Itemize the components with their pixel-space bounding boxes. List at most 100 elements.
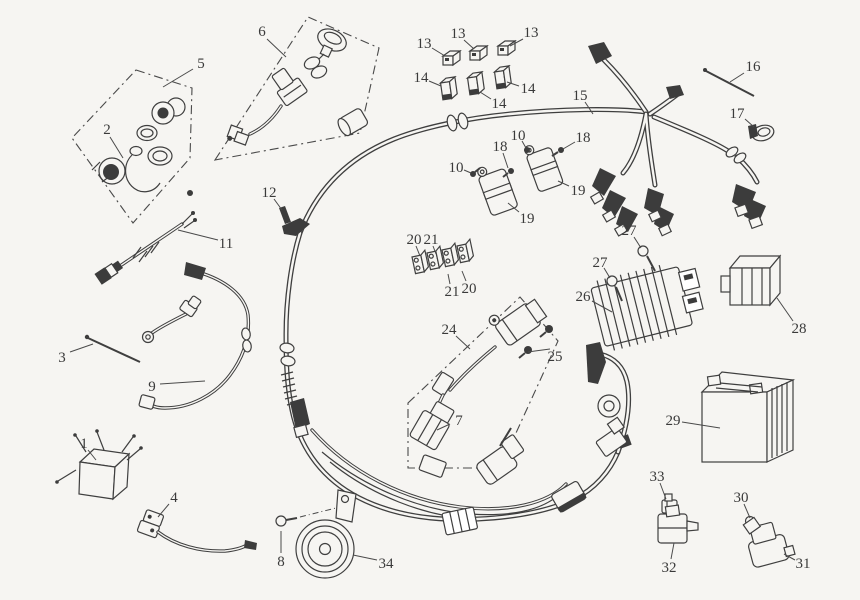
part-label-27: 27 xyxy=(622,223,638,239)
spark-plug-cap-7 xyxy=(409,401,455,451)
leader-line-10 xyxy=(463,169,472,174)
part-label-20: 20 xyxy=(407,232,422,248)
part-label-17: 17 xyxy=(730,106,746,122)
leader-line-27 xyxy=(633,236,642,249)
leader-line-10 xyxy=(521,140,527,149)
horn-34 xyxy=(295,489,357,579)
leader-line-24 xyxy=(455,335,471,350)
part-label-27: 27 xyxy=(593,255,609,271)
leader-line-7 xyxy=(436,423,451,431)
part-label-7: 7 xyxy=(455,413,463,429)
part-label-33: 33 xyxy=(650,469,665,485)
leader-line-12 xyxy=(273,198,283,211)
clips-20-21 xyxy=(411,237,475,275)
part-label-19: 19 xyxy=(520,211,535,227)
leader-line-20 xyxy=(461,270,467,282)
part-label-14: 14 xyxy=(521,81,537,97)
part-label-19: 19 xyxy=(571,183,586,199)
leader-line-21 xyxy=(447,273,451,285)
leader-line-5 xyxy=(162,68,194,88)
part-label-11: 11 xyxy=(219,236,233,252)
leader-line-28 xyxy=(776,297,794,322)
leader-line-14 xyxy=(428,80,442,87)
part-label-21: 21 xyxy=(445,284,460,300)
cables-9 xyxy=(138,262,252,410)
connectors-14 xyxy=(438,64,512,101)
leader-line-25 xyxy=(527,348,551,353)
leader-line-19 xyxy=(557,180,570,187)
leader-line-16 xyxy=(729,72,745,83)
key-barrel-assembly xyxy=(226,28,369,146)
part-label-4: 4 xyxy=(170,490,178,506)
regulator-26 xyxy=(590,245,704,351)
leader-line-19 xyxy=(507,202,520,213)
leader-line-33 xyxy=(659,482,667,500)
rod-3 xyxy=(84,334,141,363)
leader-line-15 xyxy=(584,101,594,115)
leader-line-13 xyxy=(509,38,524,47)
part-label-13: 13 xyxy=(524,25,539,41)
part-label-3: 3 xyxy=(58,350,66,366)
leader-line-13 xyxy=(431,47,446,57)
leader-line-17 xyxy=(744,118,755,128)
leader-line-29 xyxy=(681,421,721,429)
part-label-31: 31 xyxy=(796,556,811,572)
leader-line-6 xyxy=(266,38,287,58)
part-label-5: 5 xyxy=(197,56,205,72)
part-label-24: 24 xyxy=(442,322,458,338)
part-label-28: 28 xyxy=(792,321,807,337)
leader-line-11 xyxy=(177,229,219,241)
part-label-8: 8 xyxy=(277,554,285,570)
part-label-6: 6 xyxy=(258,24,266,40)
part-label-10: 10 xyxy=(449,160,464,176)
leader-line-13 xyxy=(463,39,475,50)
part-label-2: 2 xyxy=(103,122,111,138)
clamp-17 xyxy=(748,124,775,142)
connectors-13 xyxy=(441,39,517,67)
part-label-20: 20 xyxy=(462,281,477,297)
leader-line-20 xyxy=(415,245,421,257)
part-label-1: 1 xyxy=(80,436,88,452)
leader-line-18 xyxy=(502,152,509,169)
part-label-10: 10 xyxy=(511,128,526,144)
leader-line-1 xyxy=(87,449,97,461)
part-label-25: 25 xyxy=(548,349,563,365)
screw-12 xyxy=(279,206,310,236)
part-label-21: 21 xyxy=(424,232,439,248)
part-label-32: 32 xyxy=(662,560,677,576)
leader-line-4 xyxy=(157,503,170,518)
solenoid-31 xyxy=(742,516,796,568)
part-label-34: 34 xyxy=(379,556,395,572)
harness-clamp-rings xyxy=(279,112,747,367)
part-label-29: 29 xyxy=(666,413,681,429)
starter-relay-32 xyxy=(657,504,699,544)
part-label-18: 18 xyxy=(576,130,591,146)
dashed-box-ignition-coil xyxy=(407,296,559,469)
ignition-switch-parts xyxy=(91,97,193,196)
dashed-box-ignition-switch xyxy=(71,69,193,224)
part-label-30: 30 xyxy=(734,490,749,506)
part-label-14: 14 xyxy=(492,96,508,112)
bolt-8 xyxy=(275,507,337,527)
leader-line-34 xyxy=(352,554,378,561)
flasher-1 xyxy=(55,429,143,501)
leader-line-9 xyxy=(159,380,206,385)
part-label-13: 13 xyxy=(417,36,432,52)
relay-19-left xyxy=(470,166,518,216)
leader-line-31 xyxy=(783,553,796,561)
part-label-15: 15 xyxy=(573,88,588,104)
battery-29 xyxy=(700,371,796,463)
leader-line-14 xyxy=(506,81,520,87)
cable-4 xyxy=(136,509,257,553)
part-label-16: 16 xyxy=(746,59,762,75)
dashed-box-key-barrel xyxy=(213,16,380,161)
bottom-connector-cluster xyxy=(418,416,628,536)
leader-line-26 xyxy=(591,300,613,313)
leader-line-18 xyxy=(562,141,576,150)
leader-line-32 xyxy=(670,542,675,560)
leader-line-14 xyxy=(479,91,492,100)
part-label-26: 26 xyxy=(576,289,592,305)
leader-line-2 xyxy=(109,136,124,159)
